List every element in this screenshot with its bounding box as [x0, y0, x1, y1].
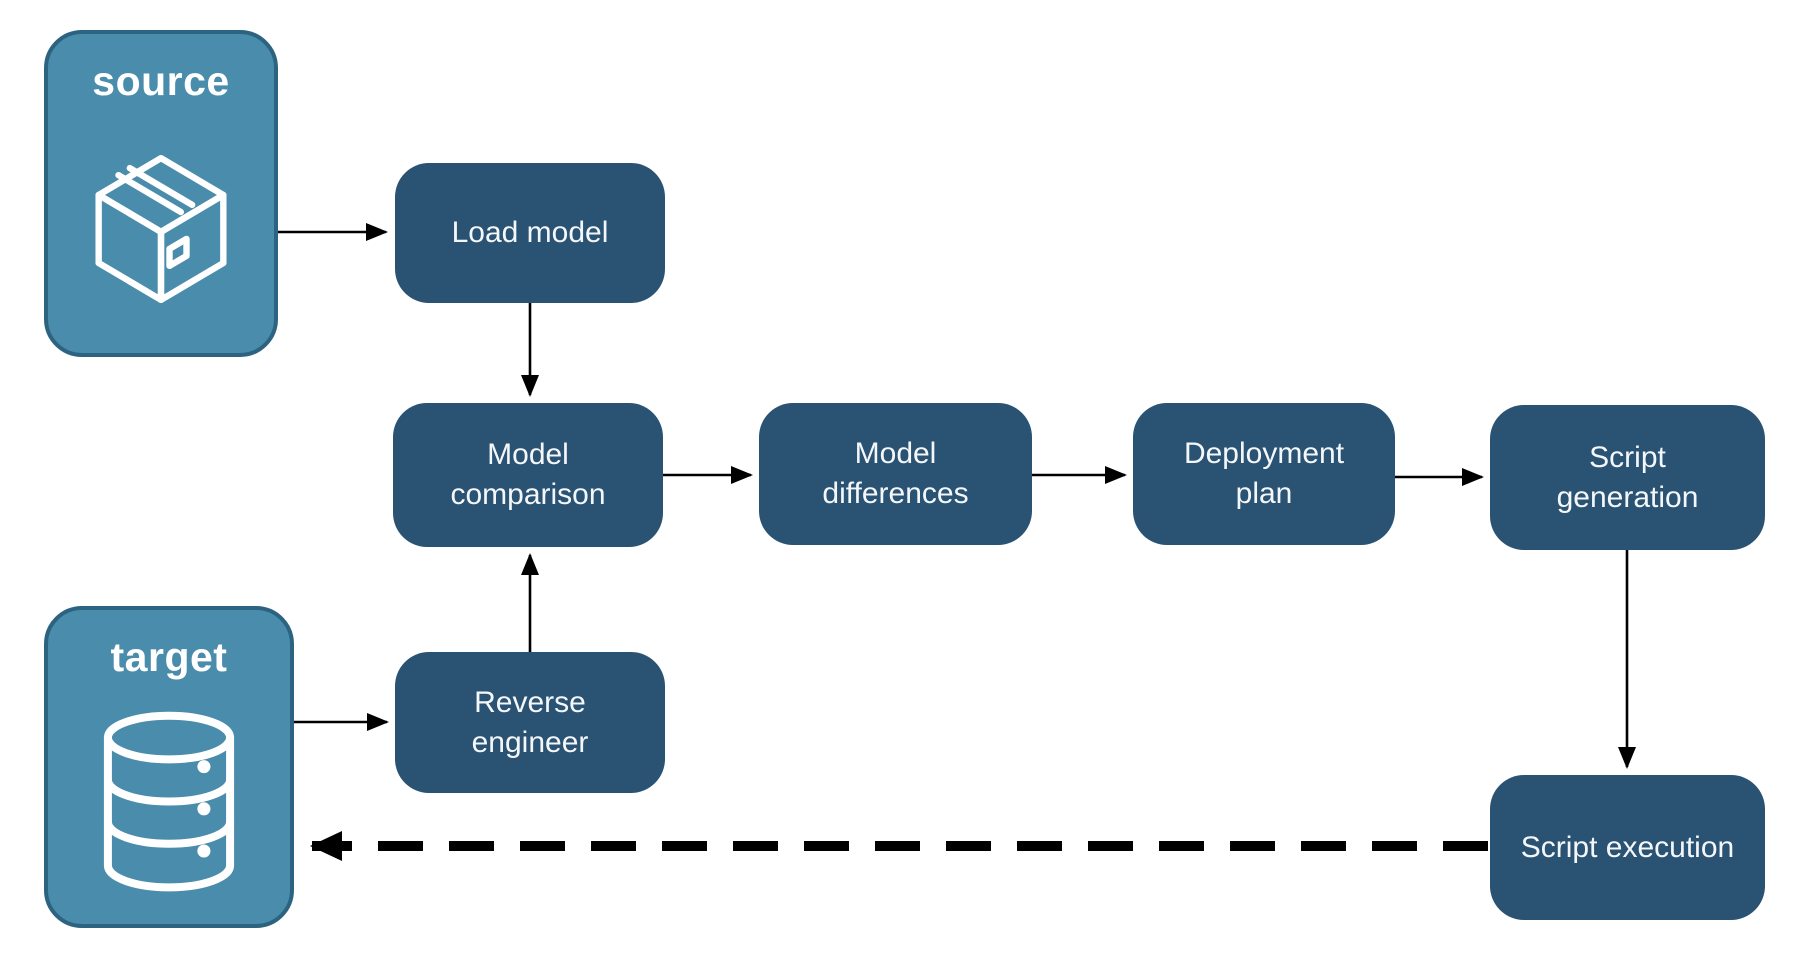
node-model-comparison-label: Model comparison: [450, 438, 606, 511]
node-load-model-label: Load model: [451, 216, 609, 250]
package-icon: [48, 105, 274, 353]
target-label: target: [110, 634, 228, 680]
source-label: source: [92, 58, 230, 104]
node-model-comparison: Model comparison: [393, 403, 663, 547]
node-model-differences: Model differences: [759, 403, 1032, 545]
node-script-execution-label: Script execution: [1520, 830, 1735, 864]
node-reverse-engineer-label: Reverse engineer: [471, 685, 589, 759]
node-model-differences-label: Model differences: [822, 437, 969, 510]
node-script-execution: Script execution: [1490, 775, 1765, 920]
node-script-generation: Script generation: [1490, 405, 1765, 550]
node-deployment-plan: Deployment plan: [1133, 403, 1395, 545]
node-load-model: Load model: [395, 163, 665, 303]
database-icon: [48, 681, 290, 924]
node-deployment-plan-label: Deployment plan: [1183, 437, 1345, 510]
node-script-generation-label: Script generation: [1556, 440, 1699, 514]
node-reverse-engineer: Reverse engineer: [395, 652, 665, 793]
endpoint-target: target: [44, 606, 294, 928]
endpoint-source: source: [44, 30, 278, 357]
